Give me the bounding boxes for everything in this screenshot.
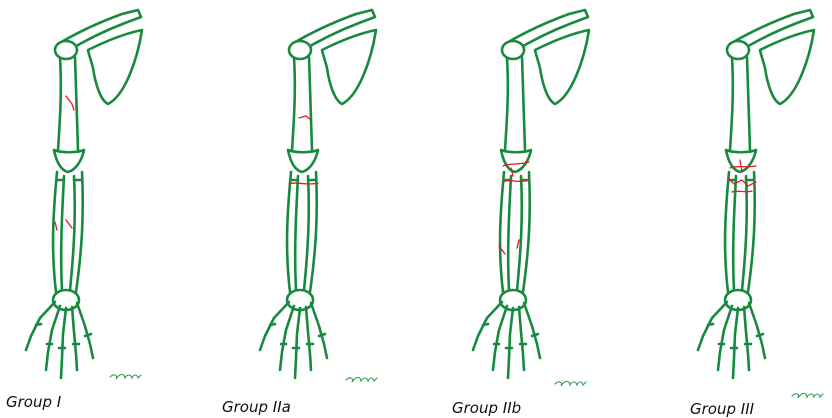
fracture-mark (66, 96, 74, 110)
group-label: Group I (6, 393, 61, 411)
fracture-mark (289, 183, 318, 184)
group-label: Group III (690, 400, 754, 418)
artist-signature (346, 377, 377, 382)
artist-signature (792, 393, 823, 398)
arm-group-iii (698, 10, 823, 398)
arm-group-i (26, 10, 142, 379)
artist-signature (555, 381, 586, 386)
arm-group-iia (260, 10, 377, 382)
fracture-mark (299, 116, 311, 120)
artist-signature (110, 374, 141, 379)
fracture-mark (55, 220, 72, 230)
group-label: Group IIa (222, 398, 291, 416)
arm-group-iib (473, 10, 589, 386)
fracture-mark (732, 191, 752, 192)
group-label: Group IIb (452, 399, 521, 417)
